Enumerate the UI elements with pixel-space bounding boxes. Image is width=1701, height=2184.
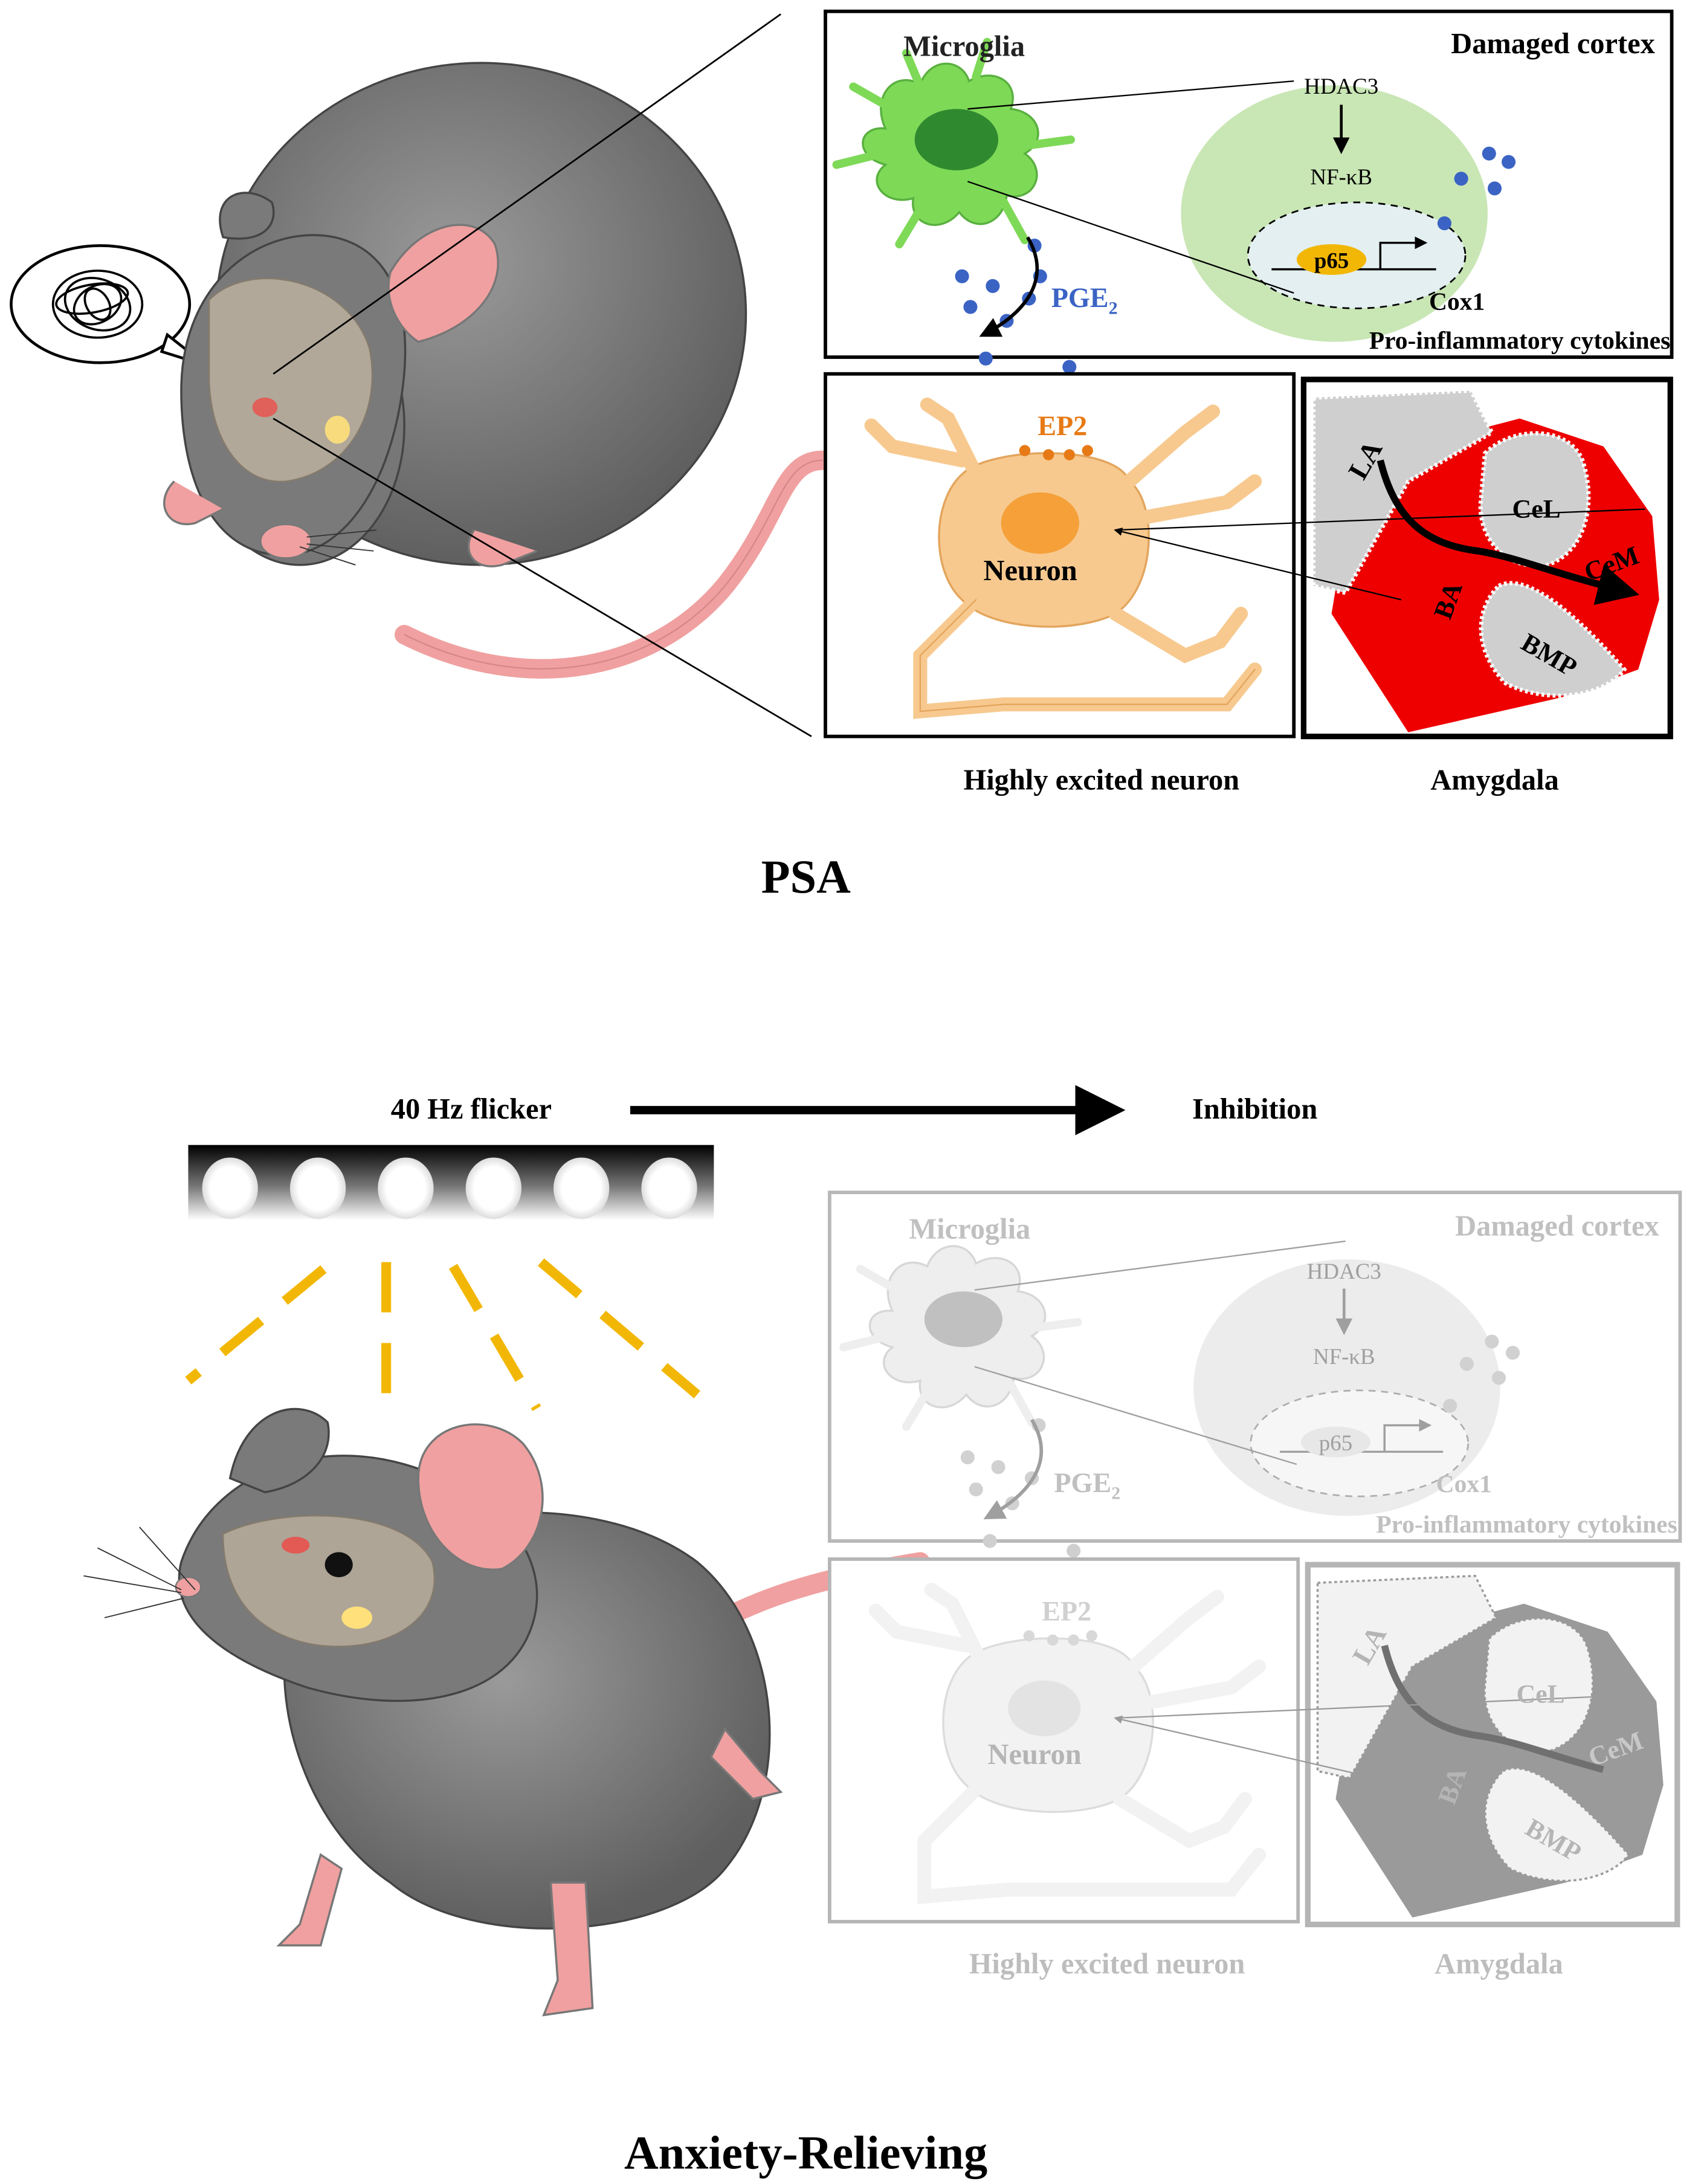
cel-label: CeL [1512,494,1561,523]
neuron-panel-faded: EP2 Neuron [828,1557,1300,1924]
neuron-caption-faded: Highly excited neuron [969,1948,1245,1980]
cel-region [1478,431,1591,568]
amygdala-panel-faded: LA CeL CeM BA BMP [1114,1562,1680,1928]
amygdala-caption-faded: Amygdala [1435,1948,1563,1980]
led-bulb [554,1157,610,1219]
p65-gene: p65 [1271,236,1436,275]
pge2-label-faded: PGE2 [1054,1467,1120,1504]
hdac3-label: HDAC3 [1304,74,1378,99]
cortex-panel-faded: Microglia Damaged cortex HDAC3 NF-κB p65… [828,1191,1682,1543]
ep2-label: EP2 [1038,410,1087,441]
p65-label: p65 [1314,248,1349,273]
led-bulb [465,1157,521,1219]
ep2-label-faded: EP2 [1042,1595,1091,1626]
cox1-label: Cox1 [1429,288,1485,315]
microglia-label-faded: Microglia [909,1213,1030,1245]
pge2-release-arrow [979,236,1039,337]
pge2-label: PGE2 [1051,282,1118,318]
ep2-receptors [1019,445,1093,460]
flicker-light-rays [185,1258,700,1411]
neuron-panel: EP2 Neuron [824,372,1296,738]
top-section: Microglia Damaged cortex HDAC3 NF-κB p65… [10,9,1674,903]
thought-bubble [10,244,207,367]
amygdala-pathway-arrow [1377,459,1640,606]
cytokines-label: Pro-inflammatory cytokines [1369,326,1671,354]
amygdala-panel: LA CeL CeM BA BMP [1114,376,1673,740]
amygdala-caption: Amygdala [1430,764,1559,796]
neuron-label: Neuron [984,555,1077,587]
cortex-panel: Microglia Damaged cortex HDAC3 NF-κB p65… [824,9,1674,359]
neuron-caption: Highly excited neuron [964,764,1240,796]
pge2-subscript-faded: 2 [1111,1484,1120,1504]
neuron-label-faded: Neuron [987,1739,1081,1771]
pge2-text: PGE [1051,282,1109,313]
pge2-subscript: 2 [1109,298,1118,318]
mouse-nose [175,1576,202,1598]
mouse-curled-icon [163,62,833,679]
led-light-bar [188,1145,714,1221]
led-bulb [289,1157,346,1219]
damaged-cortex-label-faded: Damaged cortex [1455,1210,1659,1242]
led-bulb [378,1157,434,1219]
la-region [1311,388,1495,595]
led-bulb [641,1157,697,1219]
flicker-label: 40 Hz flicker [391,1093,552,1125]
microglia-label: Microglia [903,31,1025,63]
top-title: PSA [761,850,851,903]
p65-label-faded: p65 [1319,1430,1352,1455]
cox1-label-faded: Cox1 [1436,1470,1492,1497]
microglia-nucleus [914,109,999,170]
mouse-eye [324,1552,353,1577]
led-bulb [202,1157,258,1219]
inhibition-label: Inhibition [1192,1093,1317,1125]
hdac3-label-faded: HDAC3 [1307,1259,1381,1284]
pge2-text-faded: PGE [1054,1467,1111,1498]
neuron-nucleus [1001,492,1079,554]
zoom-lines [273,13,812,737]
nfkb-label-faded: NF-κB [1313,1344,1375,1369]
cel-label-faded: CeL [1516,1680,1564,1709]
bmp-region [1479,581,1627,698]
nfkb-label: NF-κB [1310,164,1372,189]
bottom-title: Anxiety-Relieving [624,2126,987,2179]
mouse-standing-icon [83,1407,931,2017]
cytokines-label-faded: Pro-inflammatory cytokines [1376,1510,1677,1538]
microglia-cell-icon [832,37,1075,249]
tangled-scribble-icon [51,270,144,339]
damaged-cortex-label: Damaged cortex [1451,28,1655,60]
p65-gene-faded: p65 [1280,1419,1444,1458]
bottom-section: 40 Hz flicker Inhibition [83,1085,1682,2179]
